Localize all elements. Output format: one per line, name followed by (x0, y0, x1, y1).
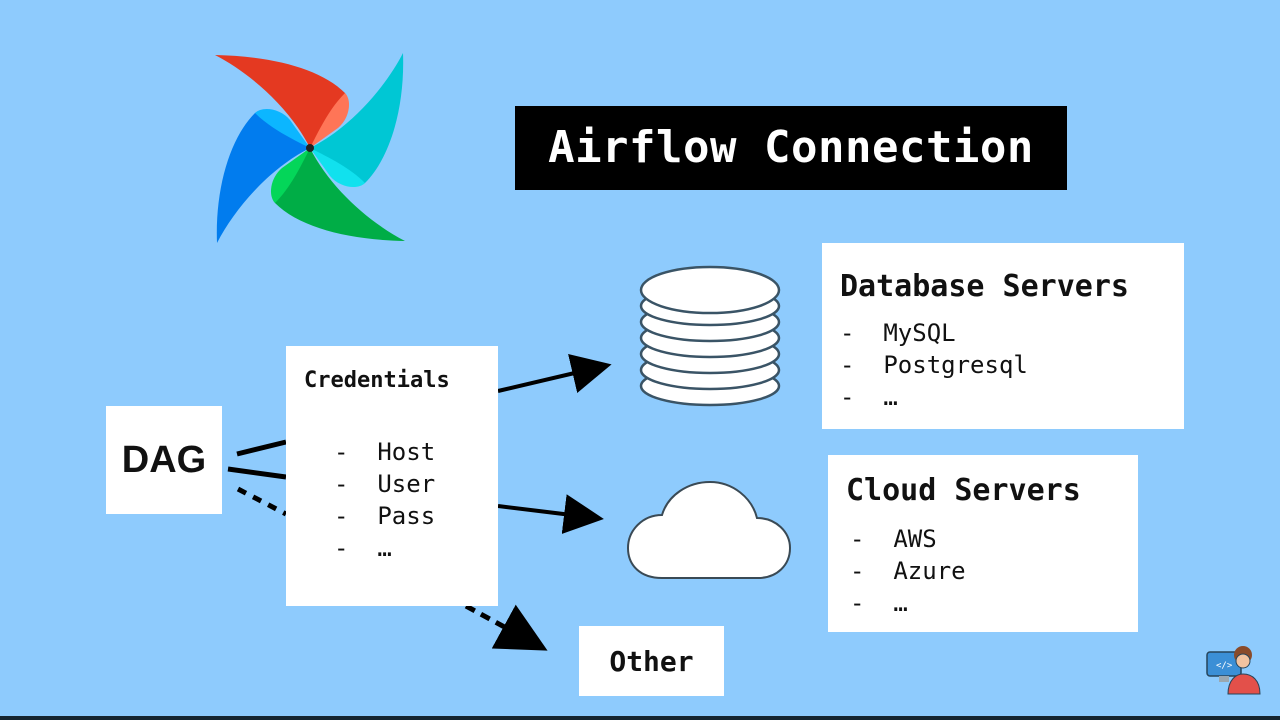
dag-connector-line-2 (227, 466, 287, 480)
database-item: - MySQL (840, 319, 956, 347)
dag-connector-dashed-line (236, 486, 288, 517)
cloud-item: - … (850, 589, 908, 617)
arrow-to-database (497, 354, 612, 393)
credentials-box: Credentials - Host - User - Pass - … (286, 346, 498, 606)
credentials-item: - … (334, 534, 392, 562)
database-servers-title: Database Servers (840, 269, 1129, 304)
database-servers-list: - MySQL - Postgresql - … (840, 317, 1028, 413)
dag-label: DAG (121, 438, 207, 481)
credentials-list: - Host - User - Pass - … (334, 436, 435, 564)
dag-box: DAG (106, 406, 222, 514)
credentials-item: - Pass (334, 502, 436, 530)
cloud-servers-list: - AWS - Azure - … (850, 523, 966, 619)
svg-text:</>: </> (1216, 661, 1233, 671)
credentials-title: Credentials (304, 368, 450, 393)
cloud-servers-title: Cloud Servers (846, 473, 1081, 508)
cloud-item: - AWS (850, 525, 937, 553)
bottom-bar (0, 716, 1280, 720)
database-item: - Postgresql (840, 351, 1028, 379)
arrow-to-other-dashed (464, 603, 548, 651)
page-title: Airflow Connection (515, 106, 1067, 190)
database-servers-box: Database Servers - MySQL - Postgresql - … (822, 243, 1184, 429)
credentials-item: - User (334, 470, 436, 498)
cloud-item: - Azure (850, 557, 966, 585)
cloud-icon (626, 480, 792, 579)
other-label: Other (609, 644, 694, 678)
airflow-logo-icon (215, 53, 405, 243)
credentials-item: - Host (334, 438, 436, 466)
presenter-avatar-icon: </> (1206, 646, 1261, 695)
database-icon (639, 265, 781, 407)
dag-connector-line-1 (236, 439, 287, 457)
database-item: - … (840, 383, 898, 411)
cloud-servers-box: Cloud Servers - AWS - Azure - … (828, 455, 1138, 632)
other-box: Other (579, 626, 724, 696)
arrow-to-cloud (497, 494, 604, 534)
